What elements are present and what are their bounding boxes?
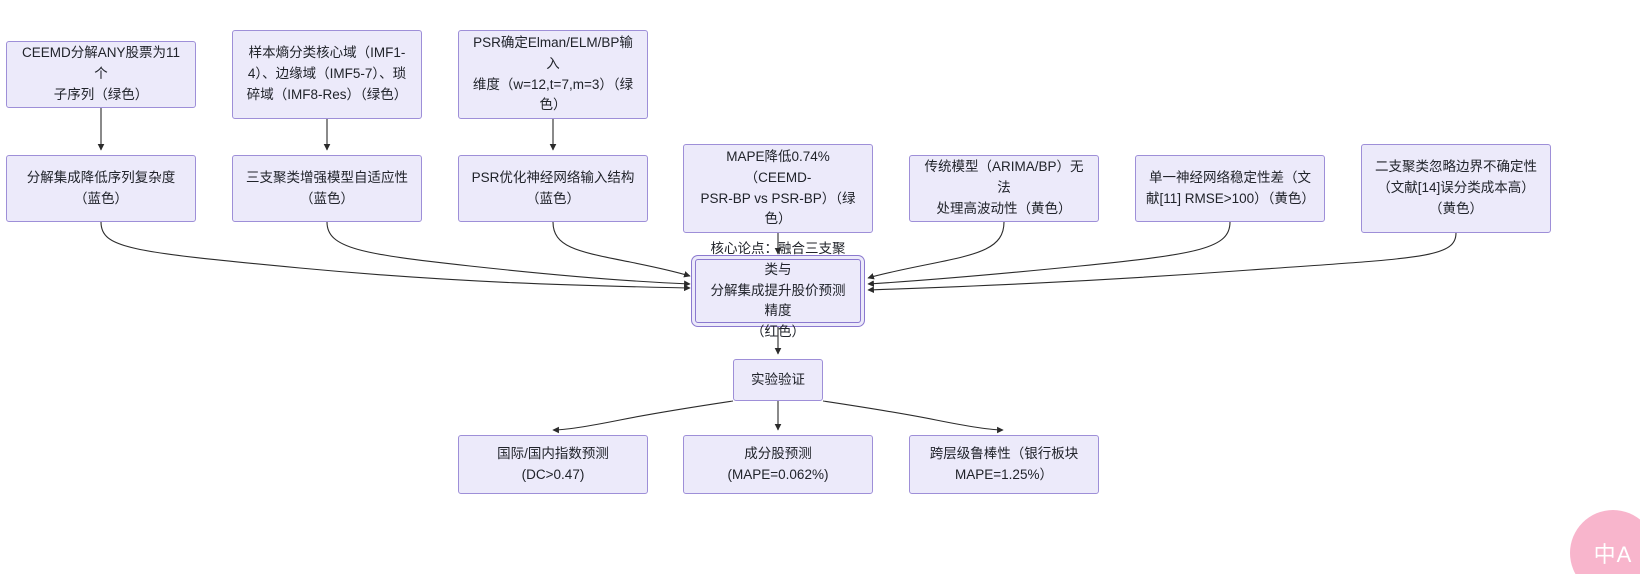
node-label: 跨层级鲁棒性（银行板块 MAPE=1.25%） [929, 445, 1079, 482]
node-label: MAPE降低0.74%（CEEMD- PSR-BP vs PSR-BP）（绿 色… [700, 148, 856, 227]
node-psr-optimizes-network-input[interactable]: PSR优化神经网络输入结构 （蓝色） [458, 155, 648, 222]
node-label: PSR优化神经网络输入结构 （蓝色） [471, 169, 635, 206]
node-ceemd-decomposition[interactable]: CEEMD分解ANY股票为11个 子序列（绿色） [6, 41, 196, 108]
edge-n11-n12 [552, 400, 734, 434]
edge-n5-core [326, 221, 691, 288]
watermark-badge: 中A [1570, 510, 1640, 574]
node-label: 实验验证 [751, 371, 805, 387]
node-label: 传统模型（ARIMA/BP）无法 处理高波动性（黄色） [924, 159, 1084, 216]
edge-n4-core [100, 221, 691, 292]
edge-n10-core [867, 232, 1457, 294]
node-label: 分解集成降低序列复杂度 （蓝色） [26, 169, 176, 206]
node-constituent-stock-result[interactable]: 成分股预测 (MAPE=0.062%) [683, 435, 873, 494]
node-label: 二支聚类忽略边界不确定性 （文献[14]误分类成本高） （黄色） [1375, 159, 1537, 216]
node-cross-level-robustness-result[interactable]: 跨层级鲁棒性（银行板块 MAPE=1.25%） [909, 435, 1099, 494]
node-label: 国际/国内指数预测 (DC>0.47) [497, 445, 609, 482]
node-core-thesis[interactable]: 核心论点：融合三支聚类与 分解集成提升股价预测精度 （红色） [695, 241, 861, 339]
node-two-way-clustering-boundary[interactable]: 二支聚类忽略边界不确定性 （文献[14]误分类成本高） （黄色） [1361, 144, 1551, 233]
edge-n11-n14 [822, 400, 1004, 434]
node-label: CEEMD分解ANY股票为11个 子序列（绿色） [21, 45, 181, 102]
watermark-text: 中A [1593, 542, 1633, 567]
node-three-way-clustering-adaptivity[interactable]: 三支聚类增强模型自适应性 （蓝色） [232, 155, 422, 222]
edge-n6-core [552, 221, 691, 278]
node-decomposition-reduces-complexity[interactable]: 分解集成降低序列复杂度 （蓝色） [6, 155, 196, 222]
node-index-forecast-result[interactable]: 国际/国内指数预测 (DC>0.47) [458, 435, 648, 494]
node-traditional-model-limitation[interactable]: 传统模型（ARIMA/BP）无法 处理高波动性（黄色） [909, 155, 1099, 222]
node-label: PSR确定Elman/ELM/BP输入 维度（w=12,t=7,m=3）（绿 色… [472, 34, 634, 113]
node-experimental-validation[interactable]: 实验验证 [733, 359, 823, 401]
node-label: 单一神经网络稳定性差（文 献[11] RMSE>100）（黄色） [1146, 169, 1315, 206]
node-label: 核心论点：融合三支聚类与 分解集成提升股价预测精度 （红色） [710, 240, 846, 340]
node-label: 样本熵分类核心域（IMF1- 4）、边缘域（IMF5-7）、琐 碎域（IMF8-… [246, 45, 408, 102]
node-psr-input-dimension[interactable]: PSR确定Elman/ELM/BP输入 维度（w=12,t=7,m=3）（绿 色… [458, 30, 648, 119]
node-label: 三支聚类增强模型自适应性 （蓝色） [246, 169, 408, 206]
node-single-network-instability[interactable]: 单一神经网络稳定性差（文 献[11] RMSE>100）（黄色） [1135, 155, 1325, 222]
node-sample-entropy-classification[interactable]: 样本熵分类核心域（IMF1- 4）、边缘域（IMF5-7）、琐 碎域（IMF8-… [232, 30, 422, 119]
edge-n9-core [867, 221, 1231, 287]
node-mape-reduction-evidence[interactable]: MAPE降低0.74%（CEEMD- PSR-BP vs PSR-BP）（绿 色… [683, 144, 873, 233]
edge-n8-core [867, 221, 1005, 280]
node-label: 成分股预测 (MAPE=0.062%) [727, 445, 829, 482]
